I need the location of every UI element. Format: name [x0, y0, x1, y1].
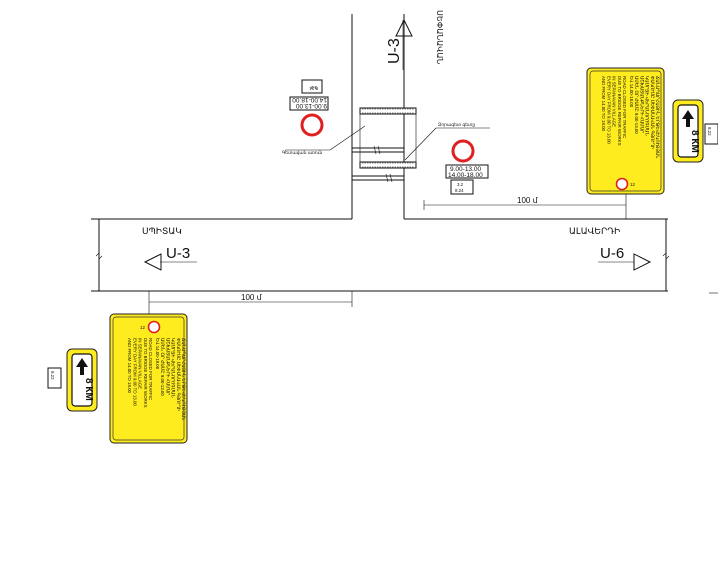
west-info-line-6: ԵՎ 14.00-18.00: [155, 338, 160, 370]
west-arrow-icon: [143, 253, 162, 271]
east-road-number: U-6: [600, 245, 624, 262]
east-info-line-1: ՃԱՆԱՊԱՐՀԱՅԻՆ ԵՐԹԵՎԵԿՈՒԹՅԱՆ: [655, 76, 660, 158]
east-info-line-2: ՓԱԿՈՒՄԸ ՍԵՓԱՆԱՎԱՆ ԳՅՈՒՂԻ: [650, 76, 655, 149]
east-city-label: ԱԼԱՎԵՐԴԻ: [569, 226, 620, 236]
west-info-line-7: ROAD CLOSED FOR TRAFFIC: [148, 338, 153, 400]
east-distance-sign: 8 КМ 8.22: [672, 99, 718, 163]
arrow-up-icon: [682, 110, 694, 127]
no-entry-icon: [451, 139, 475, 163]
right-axle-plate-top: 3.2: [457, 182, 464, 187]
left-axle-plate: [301, 79, 323, 94]
east-arrow-icon: [633, 253, 652, 271]
bridge-right-label: Ձորագետ գետը: [438, 122, 475, 127]
east-info-line-3: ԿԱՄՐՋԻ ՎԵՐԱՆՈՐՈԳՄԱՆ: [645, 76, 650, 136]
west-info-line-4: ԱՇԽԱՏԱՆՔՆԵՐԻ ՀԱՄԱՐ: [165, 338, 170, 395]
no-entry-icon: [147, 320, 161, 334]
east-distance-plate-text: 8.22: [707, 127, 712, 136]
bridge: [359, 107, 417, 169]
north-road: [351, 14, 405, 219]
north-road-number: U-3: [386, 38, 403, 64]
east-distance-plate: [704, 123, 718, 145]
east-info-number: 12: [630, 182, 635, 187]
east-info-sign: ՃԱՆԱՊԱՐՀԱՅԻՆ ԵՐԹԵՎԵԿՈՒԹՅԱՆ ՓԱԿՈՒՄԸ ՍԵՓԱՆ…: [586, 67, 665, 195]
west-info-line-3: ԿԱՄՐՋԻ ՎԵՐԱՆՈՐՈԳՄԱՆ: [171, 338, 176, 398]
east-info-line-4: ԱՇԽԱՏԱՆՔՆԵՐԻ ՀԱՄԱՐ: [639, 76, 644, 133]
right-axle-plate: [450, 179, 474, 195]
west-info-line-9: IN SEPANAVAN VILLAGE: [138, 338, 143, 389]
right-time-line2: 14.00-18.00: [448, 172, 483, 179]
east-info-line-8: DUE TO BRIDGE REPAIR WORKS: [617, 76, 622, 146]
west-info-line-8: DUE TO BRIDGE REPAIR WORKS: [143, 338, 148, 408]
west-city-label: ՍՊԻՏԱԿ: [142, 226, 182, 236]
right-prohibition-group: 9.00-13.00 14.00-18.00 3.2 8.24: [445, 139, 489, 195]
east-info-line-7: ROAD CLOSED FOR TRAFFIC: [622, 76, 627, 138]
west-distance-sign: 8 КМ 8.22: [47, 348, 98, 412]
west-distance-plate-text: 8.22: [50, 371, 55, 380]
bridge-left-label: Գետավան առուն: [282, 150, 323, 155]
north-road-label: U-3: [386, 38, 403, 64]
west-road-number: U-3: [166, 245, 190, 262]
left-time-plate: [289, 96, 329, 111]
arrow-up-icon: [76, 358, 88, 375]
dimension-west: 100 մ: [148, 291, 353, 316]
right-axle-plate-bottom: 8.24: [455, 188, 464, 193]
east-info-line-11: AND FROM 14.00 TO 18.00: [601, 76, 606, 132]
west-info-line-1: ՃԱՆԱՊԱՐՀԱՅԻՆ ԵՐԹԵՎԵԿՈՒԹՅԱՆ: [181, 338, 186, 420]
left-time-line2: 14.00-18.00: [292, 96, 327, 103]
dimension-east-label: 100 մ: [517, 196, 539, 205]
dimension-east: 100 մ: [423, 193, 627, 219]
north-city-label: ՍԵՓԱՆԱՎԱՆ: [435, 10, 444, 64]
west-info-sign: 12 ՃԱՆԱՊԱՐՀԱՅԻՆ ԵՐԹԵՎԵԿՈՒԹՅԱՆ ՓԱԿՈՒՄԸ ՍԵ…: [109, 313, 188, 444]
north-arrow-icon: [395, 18, 413, 37]
west-info-line-2: ՓԱԿՈՒՄԸ ՍԵՓԱՆԱՎԱՆ ԳՅՈՒՂԻ: [176, 338, 181, 411]
west-info-number: 12: [140, 325, 145, 330]
left-prohibition-group: 3.2 8.24 9.00-13.00 14.00-18.00: [289, 79, 329, 137]
no-entry-icon: [615, 177, 629, 191]
west-distance-text: 8 КМ: [83, 378, 94, 401]
left-axle-plate-bottom: 8.24: [309, 86, 318, 91]
east-info-line-5: ԱՄԵՆ ՕՐ ԺԱՄԸ 9.00-13.00: [634, 76, 639, 134]
right-time-line1: 9.00-13.00: [450, 166, 481, 173]
west-info-line-5: ԱՄԵՆ ՕՐ ԺԱՄԸ 9.00-13.00: [160, 338, 165, 396]
main-road: [91, 218, 670, 292]
dimension-west-label: 100 մ: [241, 293, 263, 302]
west-distance-plate: [47, 367, 62, 389]
right-time-plate: [445, 164, 489, 179]
west-info-line-10: EVERY DAY FROM 9.00 TO 13.00: [132, 338, 137, 406]
left-time-line1: 9.00-13.00: [296, 102, 327, 109]
east-distance-text: 8 КМ: [689, 130, 700, 153]
east-info-line-6: ԵՎ 14.00-18.00: [629, 76, 634, 108]
east-info-line-9: IN SEPANAVAN VILLAGE: [612, 76, 617, 127]
west-info-line-11: AND FROM 14.00 TO 18.00: [127, 338, 132, 394]
left-axle-plate-top: 3.2: [310, 85, 317, 90]
no-entry-icon: [300, 113, 324, 137]
east-info-line-10: EVERY DAY FROM 9.00 TO 13.00: [606, 76, 611, 144]
